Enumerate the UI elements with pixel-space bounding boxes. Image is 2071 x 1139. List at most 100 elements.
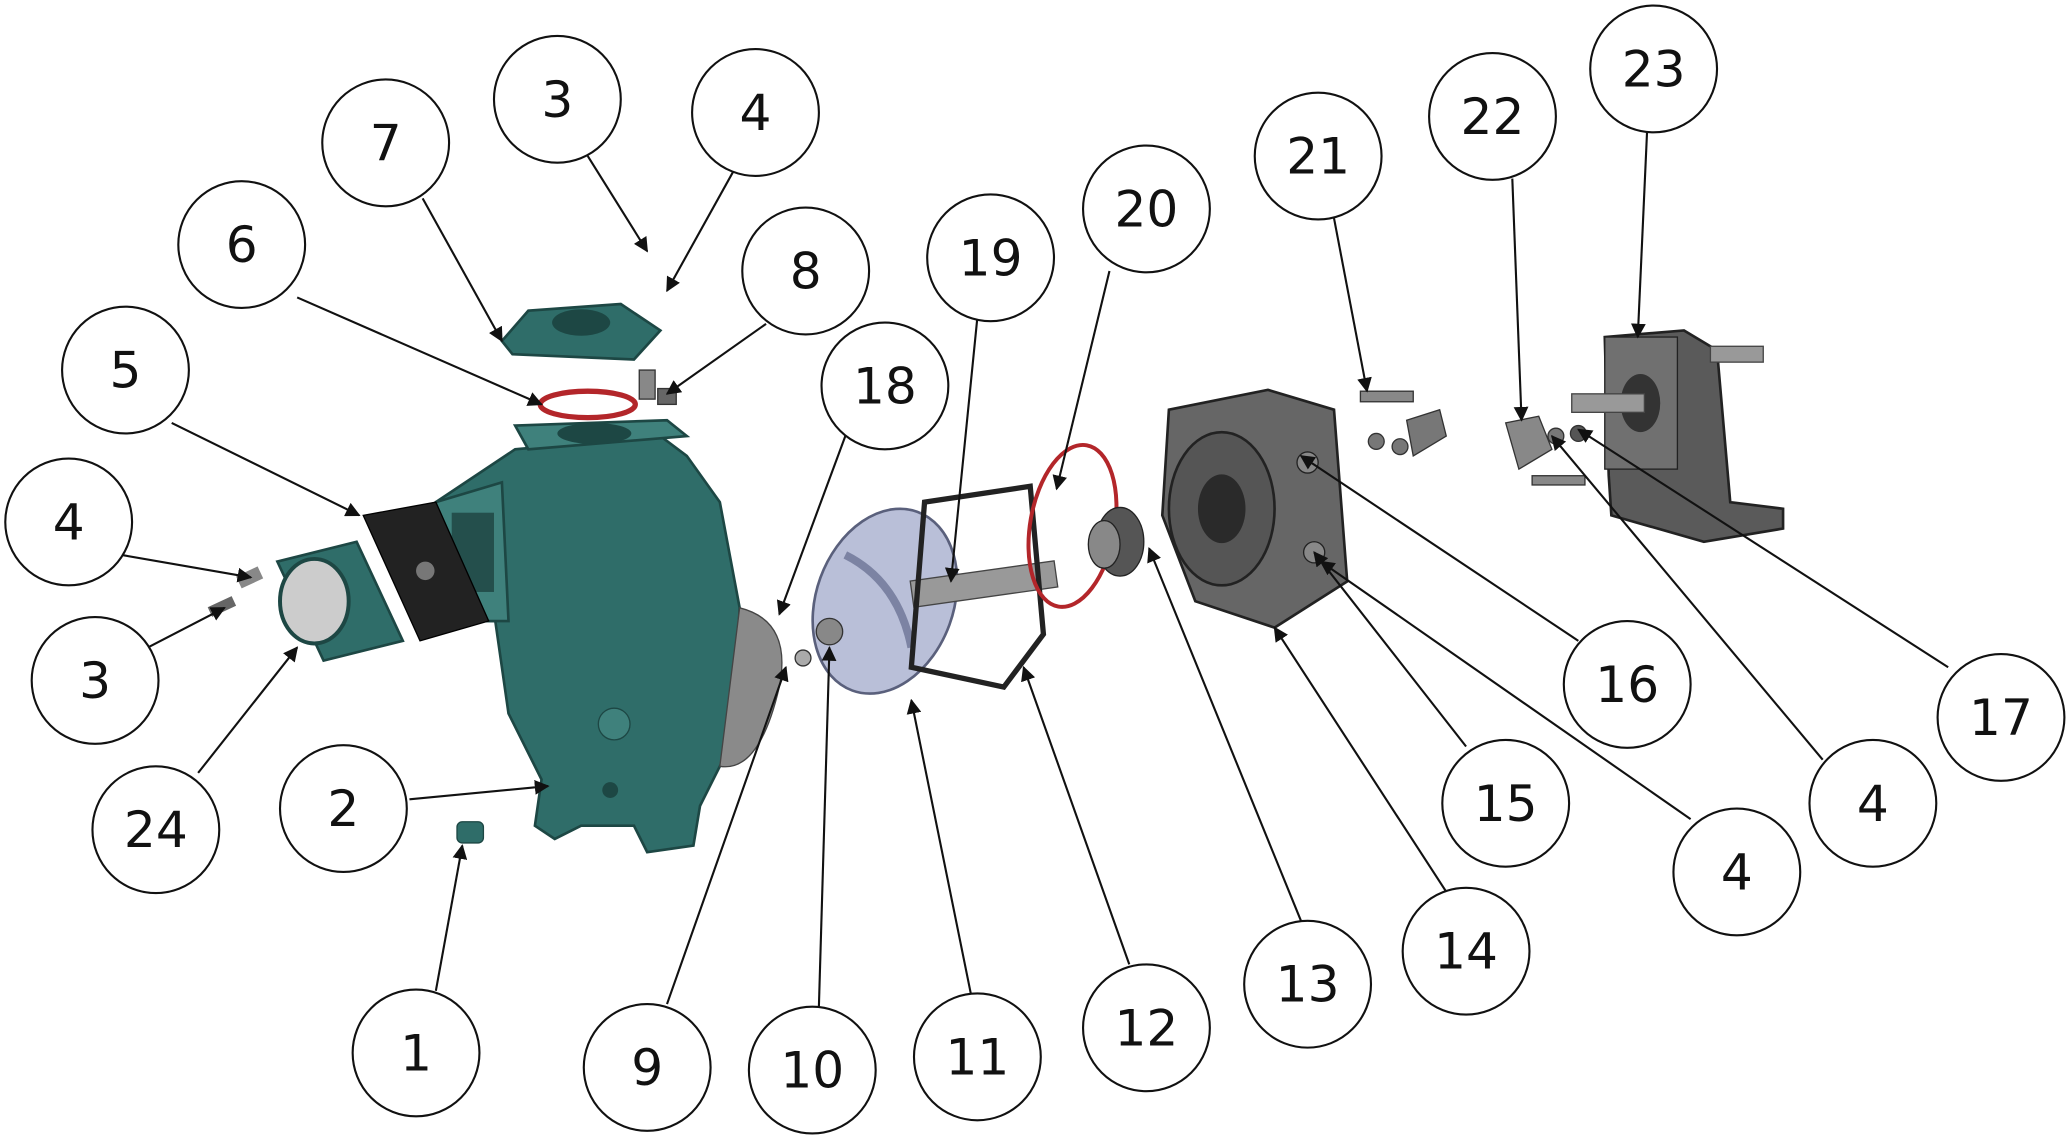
hardware-22 <box>1504 415 1587 486</box>
callout-circle <box>1081 963 1211 1093</box>
callout-circle <box>1808 738 1938 868</box>
callout-21: 21 <box>1253 91 1383 221</box>
callout-circle <box>278 744 408 874</box>
callout-6: 6 <box>177 180 307 310</box>
leader-line-19 <box>944 317 979 583</box>
callout-circle <box>351 988 481 1118</box>
callout-circle <box>912 992 1042 1122</box>
leader-line-21 <box>1332 217 1372 393</box>
callout-23: 23 <box>1589 4 1719 134</box>
callout-4: 4 <box>1808 738 1938 868</box>
callout-3: 3 <box>30 615 160 745</box>
callout-17: 17 <box>1936 652 2066 782</box>
callout-circle <box>582 1002 712 1132</box>
callout-number: 4 <box>740 83 772 142</box>
callout-circle <box>1441 738 1571 868</box>
callout-number: 23 <box>1622 39 1686 98</box>
bolt-top <box>638 369 656 400</box>
parts-layer <box>207 302 1785 854</box>
callout-12: 12 <box>1081 963 1211 1093</box>
callout-number: 13 <box>1276 955 1340 1014</box>
callout-circle <box>1672 807 1802 937</box>
callout-number: 4 <box>53 492 85 551</box>
callout-number: 4 <box>1857 774 1889 833</box>
leader-lines <box>121 132 1949 1007</box>
callout-circle <box>177 180 307 310</box>
callout-circle <box>1243 919 1373 1049</box>
leader-line-15 <box>1313 551 1467 748</box>
callout-number: 3 <box>541 70 573 129</box>
leader-line-4 <box>121 553 253 583</box>
callout-number: 20 <box>1115 179 1179 238</box>
mechanical-seal-13 <box>1087 506 1145 577</box>
hardware-21 <box>1359 390 1448 457</box>
callout-8: 8 <box>741 206 871 336</box>
leader-line-8 <box>665 322 767 395</box>
leader-line-14 <box>1273 626 1448 893</box>
leader-line-1 <box>434 844 468 992</box>
callout-circle <box>61 305 190 435</box>
nut-8 <box>657 387 677 406</box>
callout-18: 18 <box>820 321 950 451</box>
callout-1: 1 <box>351 988 481 1118</box>
bearing-bracket-14 <box>1160 388 1349 630</box>
callout-24: 24 <box>91 765 221 895</box>
leader-line-7 <box>421 197 503 343</box>
pump-casing <box>434 418 741 854</box>
callout-15: 15 <box>1441 738 1571 868</box>
callout-number: 10 <box>780 1041 844 1100</box>
callout-10: 10 <box>747 1005 877 1135</box>
leader-line-22 <box>1511 178 1529 422</box>
callout-circle <box>91 765 221 895</box>
top-cover-flange <box>500 302 663 361</box>
leader-line-13 <box>1147 546 1302 922</box>
callout-circle <box>747 1005 877 1135</box>
callout-number: 15 <box>1474 774 1538 833</box>
callout-number: 7 <box>370 113 402 172</box>
callout-20: 20 <box>1081 144 1211 274</box>
leader-line-20 <box>1052 270 1111 491</box>
callout-13: 13 <box>1243 919 1373 1049</box>
callout-16: 16 <box>1562 619 1692 749</box>
callout-number: 6 <box>226 215 258 274</box>
leader-line-16 <box>1299 455 1579 642</box>
callout-number: 14 <box>1434 922 1498 981</box>
callout-circle <box>321 78 451 208</box>
callout-circle <box>1589 4 1719 134</box>
callout-circle <box>30 615 160 745</box>
callout-9: 9 <box>582 1002 712 1132</box>
callout-number: 18 <box>853 356 917 415</box>
callout-circle <box>1936 652 2066 782</box>
leader-line-4 <box>1550 434 1824 761</box>
callout-circle <box>492 34 622 164</box>
callout-number: 16 <box>1595 655 1659 714</box>
callout-number: 12 <box>1115 998 1179 1057</box>
callout-circle <box>4 457 134 587</box>
leader-line-23 <box>1630 132 1649 339</box>
callout-number: 4 <box>1721 842 1753 901</box>
leader-line-12 <box>1021 665 1131 965</box>
callout-22: 22 <box>1428 52 1557 181</box>
callout-number: 21 <box>1286 127 1350 186</box>
callout-11: 11 <box>912 992 1042 1122</box>
callout-circle <box>1081 144 1211 274</box>
leader-line-4 <box>666 171 734 293</box>
callout-number: 3 <box>79 651 111 710</box>
callout-number: 5 <box>110 341 142 400</box>
callout-circle <box>1428 52 1557 181</box>
leader-line-17 <box>1577 428 1949 669</box>
leader-line-10 <box>817 645 837 1007</box>
shaft <box>909 560 1059 608</box>
callout-number: 19 <box>959 228 1023 287</box>
callout-number: 17 <box>1969 688 2033 747</box>
callout-number: 2 <box>327 779 359 838</box>
leader-line-3 <box>586 155 649 253</box>
leader-line-11 <box>906 698 972 994</box>
leader-line-5 <box>171 421 361 517</box>
callout-4: 4 <box>691 48 820 177</box>
callout-number: 8 <box>790 242 822 301</box>
callout-number: 11 <box>945 1027 1009 1086</box>
